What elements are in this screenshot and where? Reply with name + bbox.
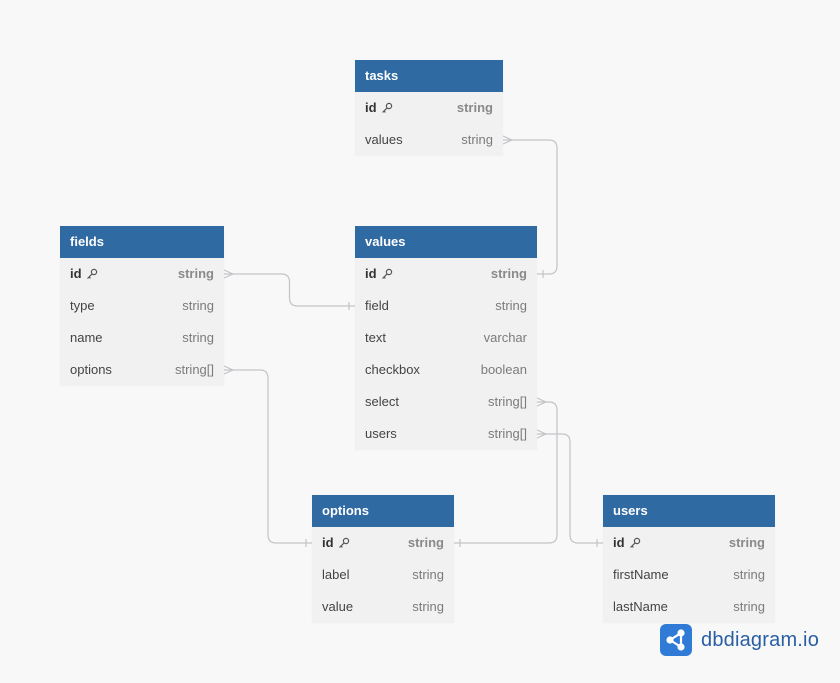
field-name: select bbox=[365, 394, 399, 409]
field-row[interactable]: value string bbox=[312, 591, 454, 623]
field-row[interactable]: values string bbox=[355, 124, 503, 156]
many-marker bbox=[536, 397, 547, 407]
field-name: options bbox=[70, 362, 112, 377]
field-name: firstName bbox=[613, 567, 669, 582]
field-name: field bbox=[365, 298, 389, 313]
field-name-group: type bbox=[70, 290, 95, 322]
field-type: varchar bbox=[483, 330, 527, 345]
field-row[interactable]: name string bbox=[60, 322, 224, 354]
field-name-group: value bbox=[322, 591, 353, 623]
relationship-edge bbox=[224, 369, 312, 544]
table-users[interactable]: users id string firstName string lastName stri… bbox=[603, 495, 775, 623]
field-type: string bbox=[495, 298, 527, 313]
field-type: string bbox=[182, 330, 214, 345]
field-name-group: name bbox=[70, 322, 103, 354]
field-name: value bbox=[322, 599, 354, 614]
field-row[interactable]: firstName string bbox=[603, 559, 775, 591]
field-name-group: text bbox=[365, 322, 386, 354]
field-type: string bbox=[177, 266, 214, 281]
table-header[interactable]: values bbox=[355, 226, 537, 258]
field-row[interactable]: label string bbox=[312, 559, 454, 591]
table-tasks[interactable]: tasks id string values string bbox=[355, 60, 503, 156]
field-name-group: values bbox=[365, 124, 403, 156]
field-row[interactable]: id string bbox=[355, 92, 503, 124]
field-name: text bbox=[365, 330, 386, 345]
table-header[interactable]: options bbox=[312, 495, 454, 527]
field-row[interactable]: field string bbox=[355, 290, 537, 322]
field-type: string bbox=[490, 266, 527, 281]
field-name: checkbox bbox=[365, 362, 420, 377]
table-fields[interactable]: fields id string type string name string option… bbox=[60, 226, 224, 386]
key-icon bbox=[629, 537, 640, 548]
field-name-group: id bbox=[70, 258, 98, 290]
relationship-edge bbox=[537, 433, 603, 544]
field-name-group: lastName bbox=[613, 591, 668, 623]
field-name-group: id bbox=[365, 92, 393, 124]
field-type: string bbox=[407, 535, 444, 550]
key-icon bbox=[381, 268, 392, 279]
field-type: string bbox=[412, 599, 444, 614]
table-options[interactable]: options id string label string value string bbox=[312, 495, 454, 623]
field-row[interactable]: id string bbox=[312, 527, 454, 559]
field-type: string bbox=[182, 298, 214, 313]
table-header[interactable]: users bbox=[603, 495, 775, 527]
field-type: string bbox=[412, 567, 444, 582]
field-name-group: id bbox=[322, 527, 350, 559]
field-row[interactable]: id string bbox=[355, 258, 537, 290]
field-name: label bbox=[322, 567, 350, 582]
key-icon bbox=[381, 102, 392, 113]
field-name-group: select bbox=[365, 386, 399, 418]
field-name: lastName bbox=[613, 599, 668, 614]
field-type: string bbox=[456, 100, 493, 115]
key-icon bbox=[338, 537, 349, 548]
field-row[interactable]: checkbox boolean bbox=[355, 354, 537, 386]
field-name-group: users bbox=[365, 418, 397, 450]
field-name-group: checkbox bbox=[365, 354, 420, 386]
many-marker bbox=[536, 429, 547, 439]
field-row[interactable]: type string bbox=[60, 290, 224, 322]
field-type: string[] bbox=[487, 394, 527, 409]
field-name: values bbox=[365, 132, 403, 147]
field-name: id bbox=[70, 266, 82, 281]
field-name: name bbox=[70, 330, 103, 345]
field-row[interactable]: lastName string bbox=[603, 591, 775, 623]
key-icon bbox=[86, 268, 97, 279]
many-marker bbox=[223, 365, 234, 375]
field-row[interactable]: text varchar bbox=[355, 322, 537, 354]
field-name-group: id bbox=[613, 527, 641, 559]
field-name-group: field bbox=[365, 290, 389, 322]
field-type: boolean bbox=[480, 362, 527, 377]
field-name: type bbox=[70, 298, 95, 313]
many-marker bbox=[502, 135, 513, 145]
field-type: string bbox=[733, 567, 765, 582]
field-type: string bbox=[461, 132, 493, 147]
field-name: id bbox=[365, 100, 377, 115]
table-header[interactable]: tasks bbox=[355, 60, 503, 92]
field-type: string[] bbox=[174, 362, 214, 377]
field-name-group: label bbox=[322, 559, 349, 591]
field-name: id bbox=[365, 266, 377, 281]
relationship-edge bbox=[224, 273, 355, 307]
field-name: id bbox=[613, 535, 625, 550]
field-name-group: options bbox=[70, 354, 112, 386]
field-name: users bbox=[365, 426, 397, 441]
table-header[interactable]: fields bbox=[60, 226, 224, 258]
field-type: string[] bbox=[487, 426, 527, 441]
field-row[interactable]: options string[] bbox=[60, 354, 224, 386]
field-name-group: id bbox=[365, 258, 393, 290]
field-row[interactable]: users string[] bbox=[355, 418, 537, 450]
field-row[interactable]: id string bbox=[603, 527, 775, 559]
field-type: string bbox=[728, 535, 765, 550]
brand-logo[interactable]: dbdiagram.io bbox=[660, 624, 819, 656]
field-row[interactable]: select string[] bbox=[355, 386, 537, 418]
many-marker bbox=[223, 269, 234, 279]
share-nodes-icon bbox=[660, 624, 692, 656]
table-values[interactable]: values id string field string text varchar chec… bbox=[355, 226, 537, 450]
field-name-group: firstName bbox=[613, 559, 669, 591]
field-row[interactable]: id string bbox=[60, 258, 224, 290]
brand-name: dbdiagram.io bbox=[701, 628, 820, 651]
field-name: id bbox=[322, 535, 334, 550]
field-type: string bbox=[733, 599, 765, 614]
